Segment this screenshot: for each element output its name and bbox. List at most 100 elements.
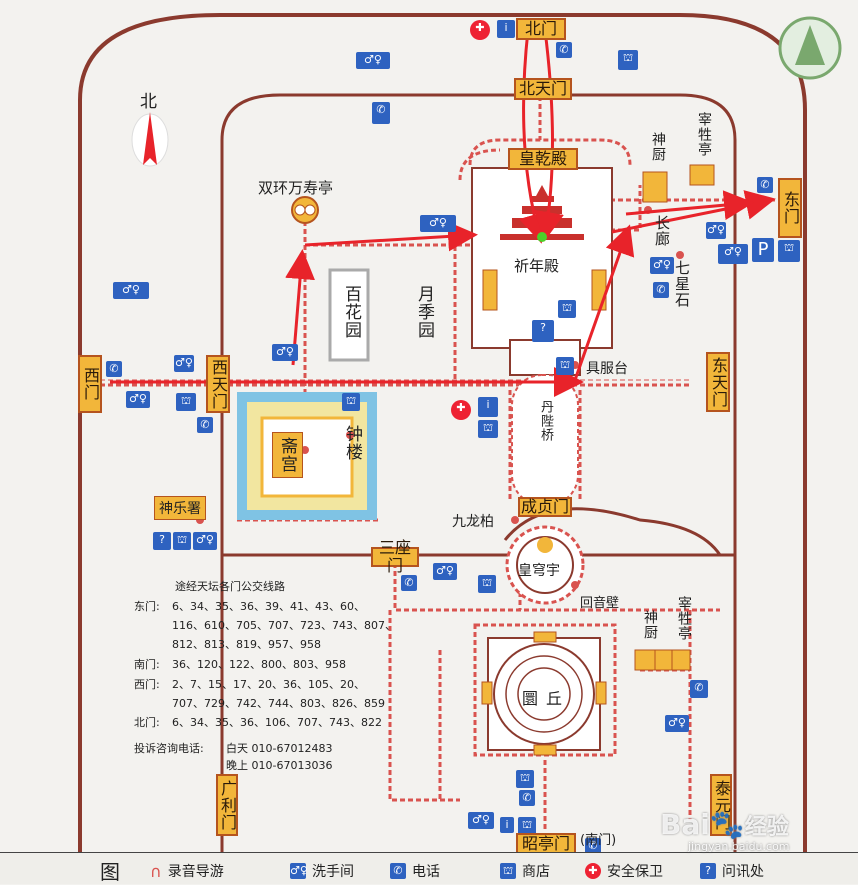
shop-icon: ⛫ [478,420,498,438]
phone-icon: ✆ [106,361,122,377]
toilet-icon: ♂♀ [356,52,390,69]
legend-security-label: 安全保卫 [607,864,663,880]
bus-east-3: 812、813、819、957、958 [172,638,321,651]
shop-icon: ⛫ [478,575,496,593]
watermark-url: jingyan.baidu.com [688,840,790,853]
info-icon: ? [153,532,171,550]
phone-icon: ✆ [556,42,572,58]
phone-night: 晚上 010-67013036 [226,759,333,772]
phone-icon: ✆ [197,417,213,433]
bus-south-1: 36、120、122、800、803、958 [172,658,346,671]
info-icon: i [500,817,514,833]
phone-day: 白天 010-67012483 [226,742,333,755]
toilet-icon: ♂♀ [272,344,298,361]
parking-icon: P [752,238,774,262]
inner-wall [220,93,737,852]
label-yueji: 月季园 [414,285,434,339]
toilet-icon: ♂♀ [420,215,456,232]
shop-icon: ⛫ [556,357,574,375]
shop-icon: ⛫ [176,393,196,411]
shop-icon: ⛫ [518,817,536,835]
gate-west: 西门 [78,355,102,413]
bus-north-label: 北门: [134,716,160,729]
bus-east-1: 6、34、35、36、39、41、43、60、 [172,600,365,613]
legend-phone-label: 电话 [412,864,440,880]
shop-icon: ⛫ [500,863,516,879]
toilet-icon: ♂♀ [113,282,149,299]
watermark-brand-text: Bai [660,808,710,841]
bus-east-label: 东门: [134,600,160,613]
shop-icon: ⛫ [618,50,638,70]
watermark-brand: Bai🐾经验 [660,808,789,841]
toilet-icon: ♂♀ [290,863,308,879]
toilet-icon: ♂♀ [193,532,217,550]
bus-south-label: 南门: [134,658,160,671]
gate-north: 北门 [516,18,566,40]
label-changlang: 长廊 [653,215,671,247]
security-icon: ✚ [451,400,471,420]
audio-icon: ∩ [150,861,162,881]
shop-icon: ⛫ [342,393,360,411]
toilet-icon: ♂♀ [718,244,748,264]
label-zhonglou: 钟楼 [342,425,362,461]
shop-icon: ⛫ [173,532,191,550]
gate-east: 东门 [778,178,802,238]
label-danbi: 丹陛桥 [538,400,553,442]
phone-icon: ✆ [757,177,773,193]
gate-taiyuan: 泰元门 [710,774,732,836]
gate-guangli: 广利门 [216,774,238,836]
watermark-brand2: 经验 [744,815,789,840]
label-qixing: 七星石 [673,260,691,308]
legend-shop-label: 商店 [522,864,550,880]
legend-info: ? 问讯处 [700,861,764,881]
security-icon: ✚ [585,863,601,879]
compass-label: 北 [140,92,157,112]
toilet-icon: ♂♀ [126,391,150,408]
gate-huangqian: 皇乾殿 [508,148,578,170]
legend-toilet-label: 洗手间 [312,864,354,880]
legend-toilet: ♂♀ 洗手间 [290,861,354,881]
toilet-icon: ♂♀ [706,222,726,239]
shop-icon: ⛫ [558,300,576,318]
phone-icon: ✆ [390,863,406,879]
label-baihua: 百花园 [341,285,361,339]
info-icon: ? [532,320,554,342]
toilet-icon: ♂♀ [433,563,457,580]
shop-icon: ⛫ [516,770,534,788]
bus-west-2: 707、729、742、744、803、826、859 [172,697,385,710]
bus-north-1: 6、34、35、36、106、707、743、822 [172,716,382,729]
gate-north-heaven: 北天门 [514,78,572,100]
security-icon: ✚ [470,20,490,40]
toilet-icon: ♂♀ [650,257,674,274]
legend-audio: ∩ 录音导游 [150,861,224,881]
label-juchu: 具服台 [586,361,628,377]
gate-west-heaven: 西天门 [206,355,230,413]
legend-phone: ✆ 电话 [390,861,440,881]
phone-icon: ✆ [690,680,708,698]
watermark-paw-icon: 🐾 [709,808,745,841]
bus-west-label: 西门: [134,678,160,691]
label-zhaigong: 斋宫 [272,432,303,478]
shop-icon: ⛫ [778,240,800,262]
bus-west-1: 2、7、15、17、20、36、105、20、 [172,678,365,691]
toilet-icon: ♂♀ [468,812,494,829]
legend-security: ✚ 安全保卫 [585,861,663,881]
label-zaisheng-north: 宰牲亭 [696,112,712,157]
legend-shop: ⛫ 商店 [500,861,550,881]
info-icon: i [497,20,515,38]
phone-icon: ✆ [653,282,669,298]
phone-label: 投诉咨询电话: [134,742,204,755]
label-shenchu-south: 神厨 [642,610,658,640]
phone-icon: ✆ [372,102,390,124]
label-yuanqiu: 圜丘 [522,689,571,708]
phone-icon: ✆ [519,790,535,806]
label-huiyin: 回音壁 [580,596,620,611]
label-qinian: 祈年殿 [514,257,560,275]
legend-title: 图 [100,860,120,884]
gate-sanzuo: 三座门 [371,539,419,575]
gate-south: 昭亭门 [516,833,576,855]
label-zaisheng-south: 宰牲亭 [676,596,692,641]
south-gate-note: (南门) [580,833,617,848]
legend-info-label: 问讯处 [722,864,764,880]
